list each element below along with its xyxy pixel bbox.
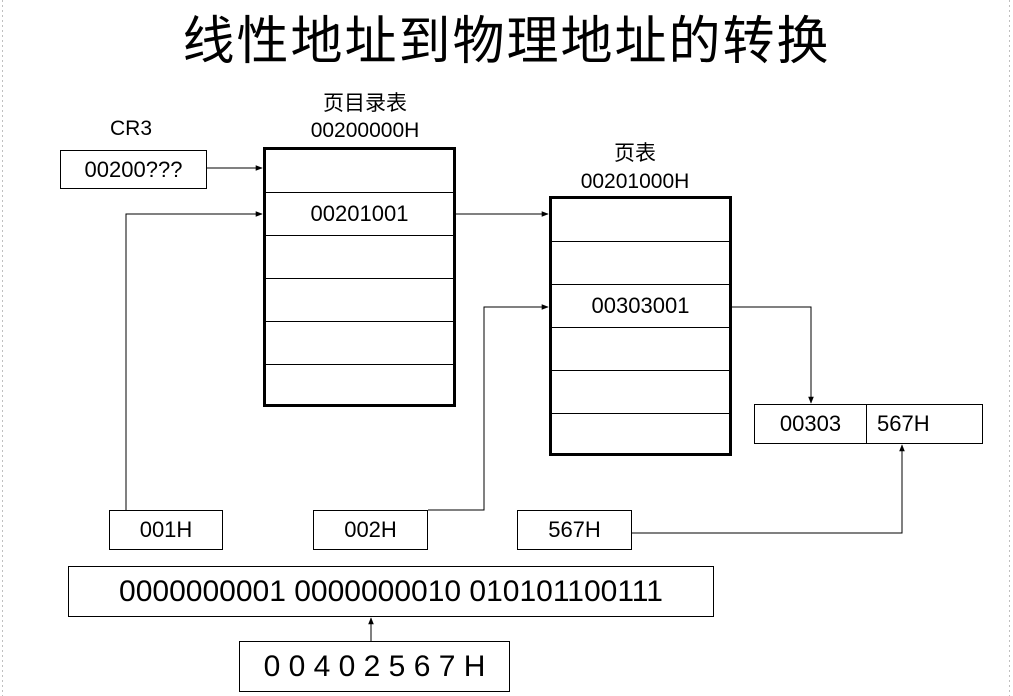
- slide-edge-right: [1003, 0, 1013, 696]
- linear-address-hex: 0 0 4 0 2 5 6 7 H: [239, 641, 510, 692]
- page-table-entry: [552, 199, 729, 242]
- page-table-entry: [552, 242, 729, 285]
- directory-index-field: 001H: [109, 510, 223, 550]
- cr3-label: CR3: [109, 117, 152, 140]
- page-directory-entry: 00201001: [266, 193, 453, 236]
- page-directory-entry: [266, 236, 453, 279]
- page-table-entry: [552, 328, 729, 371]
- dir-index-to-directory-arrow: [125, 211, 263, 510]
- slide-edge-left: [0, 0, 10, 696]
- cr3-register: 00200???: [60, 150, 207, 189]
- page-directory-entry: [266, 279, 453, 322]
- page-table-entry: 00303001: [552, 285, 729, 328]
- linear-address-binary: 0000000001 0000000010 010101100111: [68, 566, 714, 617]
- page-table-name: 页表: [614, 142, 656, 165]
- table-index-field: 002H: [313, 510, 428, 550]
- page-table: 00303001: [549, 196, 732, 456]
- page-directory-table: 00201001: [263, 147, 456, 407]
- page-directory-base: 00200000H: [310, 119, 420, 142]
- offset-field: 567H: [517, 510, 632, 550]
- physical-frame-number: 00303: [755, 405, 867, 443]
- page-table-base: 00201000H: [580, 170, 690, 193]
- offset-to-physical-arrow: [632, 444, 905, 534]
- page-table-entry: [552, 371, 729, 414]
- slide-title: 线性地址到物理地址的转换: [182, 12, 831, 72]
- page-directory-entry: [266, 150, 453, 193]
- page-directory-name: 页目录表: [323, 92, 407, 115]
- physical-offset: 567H: [877, 411, 930, 436]
- page-directory-entry: [266, 365, 453, 404]
- page-directory-entry: [266, 322, 453, 365]
- page-table-entry: [552, 414, 729, 453]
- page-table-entry-to-frame-arrow: [732, 306, 814, 404]
- physical-address-box: 00303 567H: [754, 404, 983, 444]
